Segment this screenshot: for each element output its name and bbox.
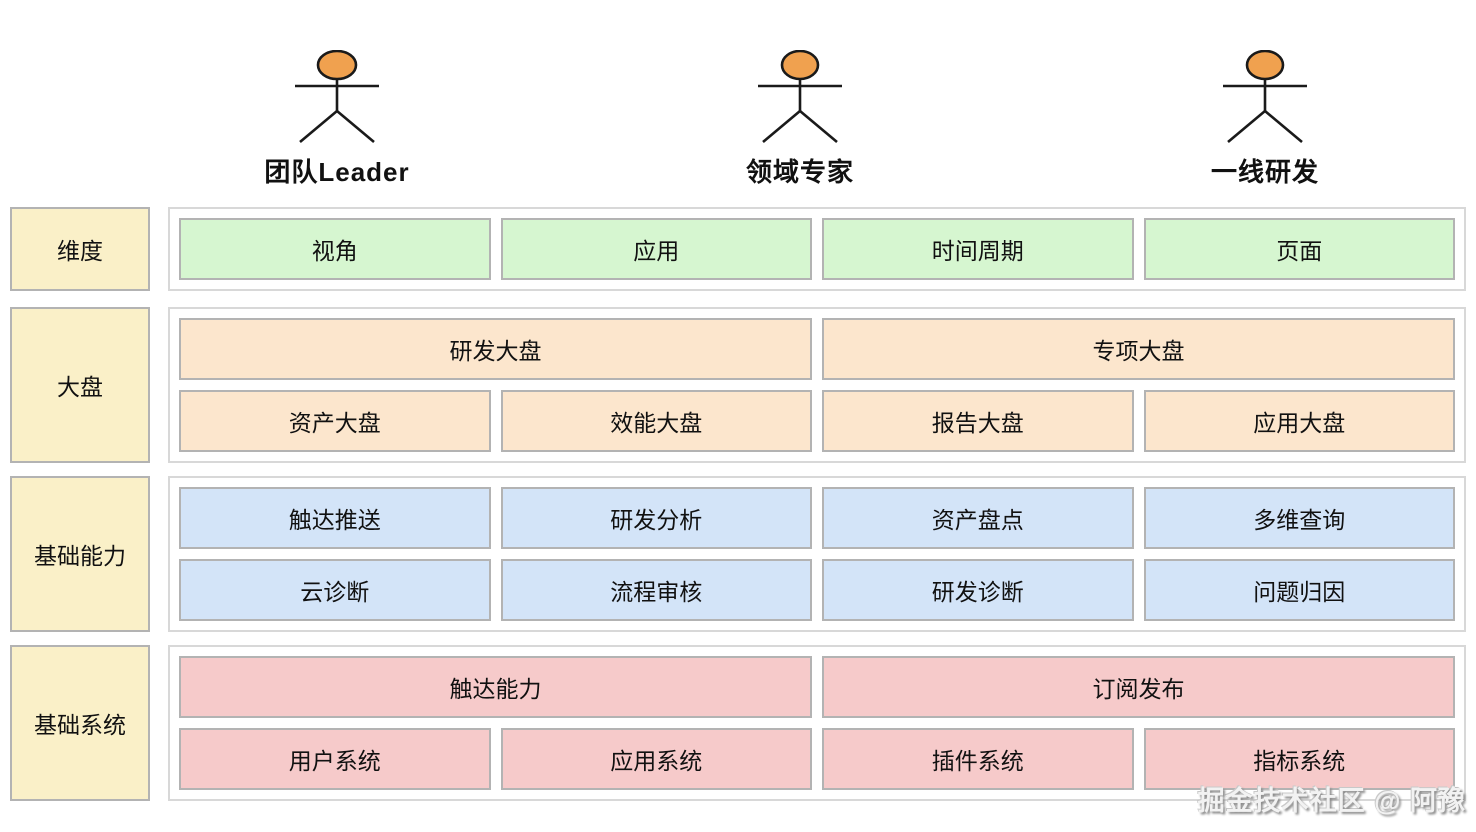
actor-label: 领域专家 (745, 157, 854, 187)
cells-row: 资产大盘 效能大盘 报告大盘 应用大盘 (179, 390, 1455, 452)
cell-application: 应用 (500, 218, 812, 280)
cell-pub-sub: 订阅发布 (822, 656, 1455, 718)
band-dimension: 维度 视角 应用 时间周期 页面 (10, 207, 1466, 291)
cell-page: 页面 (1143, 218, 1455, 280)
cell-app-dashboard: 应用大盘 (1143, 390, 1455, 452)
band-system: 基础系统 触达能力 订阅发布 用户系统 应用系统 插件系统 指标系统 (10, 645, 1466, 801)
cell-asset-dashboard: 资产大盘 (179, 390, 491, 452)
cell-time-period: 时间周期 (822, 218, 1134, 280)
stick-figure-icon (720, 50, 880, 146)
row-container-dimension: 视角 应用 时间周期 页面 (168, 207, 1466, 291)
row-label-capability: 基础能力 (10, 476, 150, 632)
actor-label: 团队Leader (264, 157, 410, 187)
row-label-dashboard: 大盘 (10, 307, 150, 463)
cell-plugin-system: 插件系统 (822, 728, 1134, 790)
stick-figure-icon (257, 50, 417, 146)
cell-reach-capability: 触达能力 (179, 656, 812, 718)
row-container-dashboard: 研发大盘 专项大盘 资产大盘 效能大盘 报告大盘 应用大盘 (168, 307, 1466, 463)
cell-perspective: 视角 (179, 218, 491, 280)
cell-rd-analysis: 研发分析 (500, 487, 812, 549)
actor-domain-expert: 领域专家 (695, 50, 905, 189)
actor-team-leader: 团队Leader (232, 50, 442, 189)
cell-multidim-query: 多维查询 (1143, 487, 1455, 549)
row-label-dimension: 维度 (10, 207, 150, 291)
cell-metric-system: 指标系统 (1143, 728, 1455, 790)
cell-app-system: 应用系统 (500, 728, 812, 790)
watermark: 掘金技术社区 @ 阿豫 (1197, 786, 1466, 816)
row-label-system: 基础系统 (10, 645, 150, 801)
actors-header: 团队Leader 领域专家 (0, 0, 1476, 207)
cell-cloud-diagnosis: 云诊断 (179, 559, 491, 621)
cells-row: 触达推送 研发分析 资产盘点 多维查询 (179, 487, 1455, 549)
cell-special-dashboard: 专项大盘 (822, 318, 1455, 380)
cells-row: 触达能力 订阅发布 (179, 656, 1455, 718)
cells-row: 用户系统 应用系统 插件系统 指标系统 (179, 728, 1455, 790)
cell-rd-dashboard: 研发大盘 (179, 318, 812, 380)
actor-label: 一线研发 (1210, 157, 1319, 187)
cell-asset-inventory: 资产盘点 (822, 487, 1134, 549)
actor-frontline-dev: 一线研发 (1160, 50, 1370, 189)
cells-row: 视角 应用 时间周期 页面 (179, 218, 1455, 280)
row-container-system: 触达能力 订阅发布 用户系统 应用系统 插件系统 指标系统 (168, 645, 1466, 801)
cells-row: 研发大盘 专项大盘 (179, 318, 1455, 380)
cell-reach-push: 触达推送 (179, 487, 491, 549)
stick-figure-icon (1185, 50, 1345, 146)
band-dashboard: 大盘 研发大盘 专项大盘 资产大盘 效能大盘 报告大盘 应用大盘 (10, 307, 1466, 463)
row-container-capability: 触达推送 研发分析 资产盘点 多维查询 云诊断 流程审核 研发诊断 问题归因 (168, 476, 1466, 632)
cells-row: 云诊断 流程审核 研发诊断 问题归因 (179, 559, 1455, 621)
cell-issue-attribution: 问题归因 (1143, 559, 1455, 621)
cell-process-review: 流程审核 (500, 559, 812, 621)
cell-report-dashboard: 报告大盘 (822, 390, 1134, 452)
cell-efficiency-dashboard: 效能大盘 (500, 390, 812, 452)
cell-rd-diagnosis: 研发诊断 (822, 559, 1134, 621)
band-capability: 基础能力 触达推送 研发分析 资产盘点 多维查询 云诊断 流程审核 研发诊断 问… (10, 476, 1466, 632)
cell-user-system: 用户系统 (179, 728, 491, 790)
